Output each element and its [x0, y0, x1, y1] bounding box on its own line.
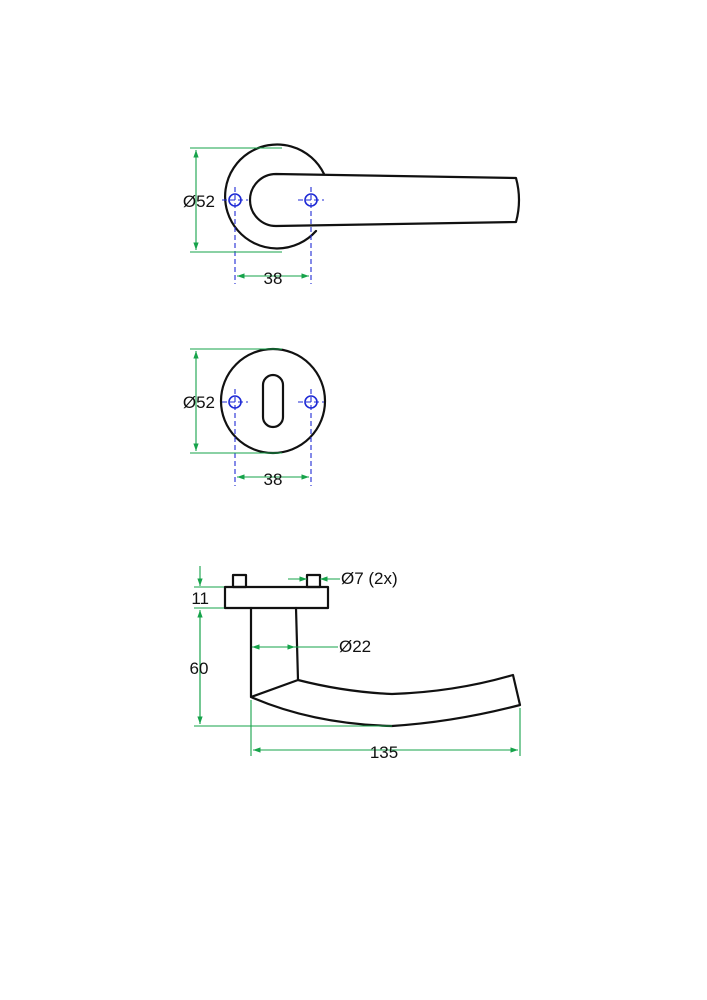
pin-diameter-label: Ø7 (2x) [341, 569, 398, 588]
fixing-hole-left [222, 389, 248, 486]
spacing-label: 38 [264, 470, 283, 489]
spacing-label: 38 [264, 269, 283, 288]
diameter-label: Ø52 [183, 393, 215, 412]
diameter-label: Ø52 [183, 192, 215, 211]
fixing-hole-right [298, 389, 324, 486]
fixing-hole-right [298, 187, 324, 284]
diameter-dimension [190, 348, 282, 454]
side-view: Ø7 (2x) 11 Ø22 60 135 [190, 566, 522, 762]
neck-and-lever-outline [249, 606, 522, 728]
pin-left [231, 573, 248, 589]
rose-outline [224, 143, 326, 250]
height-label: 60 [190, 659, 209, 678]
length-dimension [250, 700, 521, 756]
diameter-dimension [190, 147, 282, 253]
escutcheon-front-view: Ø52 38 [183, 347, 327, 489]
height-dimension [194, 610, 392, 727]
fixing-hole-left [222, 187, 248, 284]
keyhole-slot [261, 373, 285, 429]
neck-diameter-label: Ø22 [339, 637, 371, 656]
rose-plate [223, 585, 330, 610]
lever-front-view: Ø52 38 [183, 143, 521, 288]
rose-thickness-label: 11 [191, 589, 209, 608]
escutcheon-outline [219, 347, 327, 455]
lever-handle-outline [248, 172, 521, 228]
length-label: 135 [370, 743, 398, 762]
pin-right [305, 573, 322, 589]
